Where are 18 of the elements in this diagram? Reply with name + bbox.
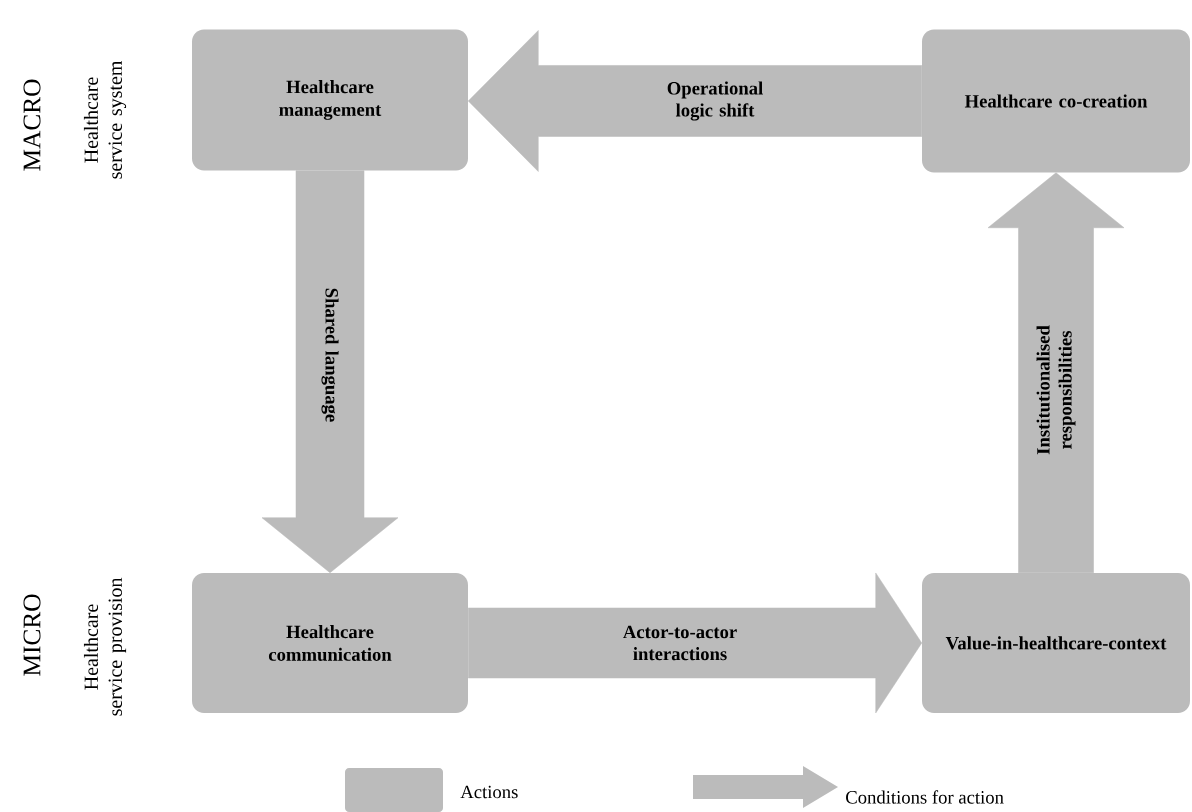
level-label: MICRO [23,594,41,676]
action-box: Healthcare co-creation [922,29,1190,173]
edge-label: Shared language [321,288,339,422]
legend-label: Conditions for action [846,790,1004,804]
block-arrow [987,172,1125,573]
action-box: Value-in-healthcare-context [922,573,1190,713]
legend-label: Actions [460,785,518,799]
block-arrow [468,30,922,172]
edge-label: Operational logic shift [667,81,763,121]
edge-label: Institutionalised responsibilities [1036,325,1076,455]
block-arrow [261,170,399,573]
block-arrow [468,572,922,714]
action-box: Healthcare management [192,29,468,171]
action-box: Healthcare communication [192,573,468,713]
level-description: Healthcare service provision [83,577,127,716]
edge-label: Actor-to-actor interactions [623,625,737,661]
level-label: MACRO [23,79,41,171]
level-description: Healthcare service system [83,60,127,179]
